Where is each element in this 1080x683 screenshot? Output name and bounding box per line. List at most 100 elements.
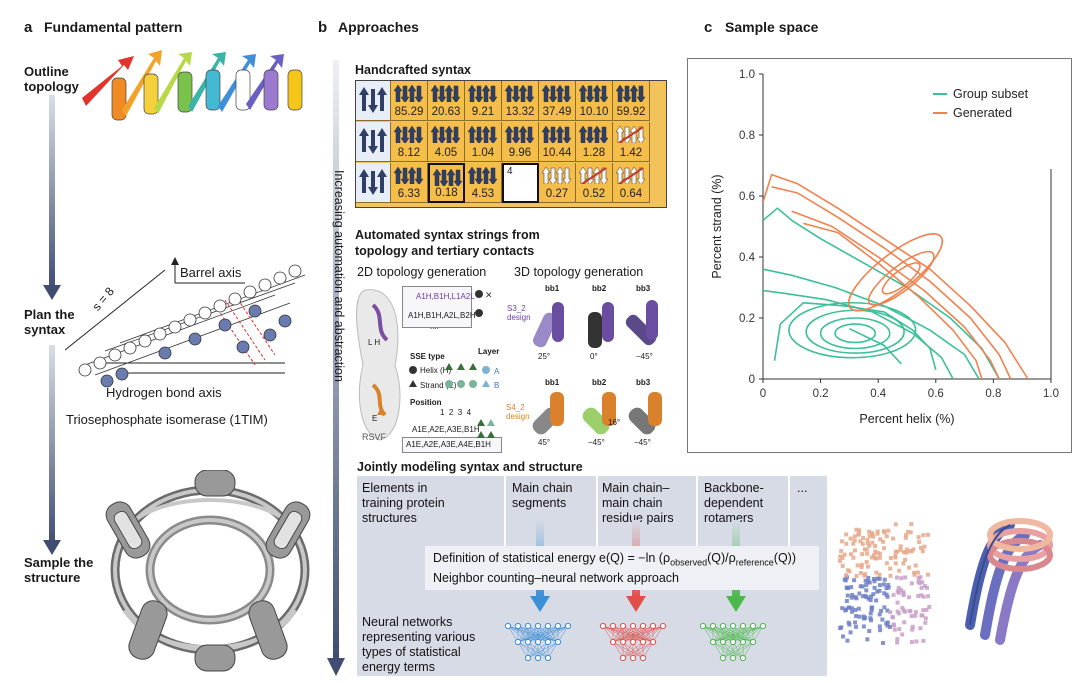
strand-arrows-icon xyxy=(541,125,572,143)
cloud-point xyxy=(910,627,915,632)
cloud-point xyxy=(897,568,902,573)
cloud-point xyxy=(884,592,889,597)
cloud-point xyxy=(888,610,893,615)
strand-arrows-icon xyxy=(615,166,646,184)
legend-positions: 1 2 3 4 xyxy=(440,408,472,417)
cloud-point xyxy=(864,595,869,600)
cloud-point xyxy=(911,547,916,552)
cloud-point xyxy=(866,564,871,569)
cloud-point xyxy=(848,552,853,557)
cloud-point xyxy=(864,547,869,552)
cloud-point xyxy=(843,578,848,583)
cloud-point xyxy=(878,537,883,542)
cloud-point xyxy=(845,585,850,590)
cloud-point xyxy=(860,552,865,557)
strand-arrows-icon xyxy=(615,125,646,143)
cloud-point xyxy=(869,608,874,613)
cloud-point xyxy=(871,592,876,597)
cloud-point xyxy=(919,593,924,598)
cloud-point xyxy=(857,528,862,533)
legend-strand: Strand (E) xyxy=(420,381,457,390)
legend-label: Group subset xyxy=(953,87,1029,101)
cloud-point xyxy=(913,613,918,618)
grid-cell: 1.04 xyxy=(465,122,502,162)
e-legend: E xyxy=(372,414,378,423)
strings-bottom-box xyxy=(402,437,502,453)
layer-b: B xyxy=(494,381,500,390)
cloud-point xyxy=(840,555,845,560)
cloud-point xyxy=(893,555,898,560)
grid-cell: 0.52 xyxy=(576,163,613,203)
x-tick-label: 0 xyxy=(760,388,766,400)
y-tick-label: 0.8 xyxy=(739,130,755,142)
cloud-point xyxy=(851,541,856,546)
cloud-point xyxy=(923,616,928,621)
cloud-point xyxy=(838,626,843,631)
cloud-point xyxy=(890,615,895,620)
panel-a-title: Fundamental pattern xyxy=(44,19,183,35)
cloud-point xyxy=(871,534,876,539)
cloud-point xyxy=(888,573,893,578)
cloud-point xyxy=(860,594,865,599)
panel-c-title: Sample space xyxy=(725,19,819,35)
cloud-point xyxy=(844,599,849,604)
cloud-point xyxy=(874,570,879,575)
series-group-subset xyxy=(763,207,1000,379)
cloud-point xyxy=(903,557,908,562)
strand-arrows-icon xyxy=(578,84,609,102)
strand-arrows-icon xyxy=(430,125,461,143)
grid-value: 0.27 xyxy=(545,188,569,200)
handcrafted-title: Handcrafted syntax xyxy=(355,63,472,77)
cloud-point xyxy=(881,641,886,645)
cloud-point xyxy=(847,569,852,574)
tim-structure-image xyxy=(105,470,311,672)
cloud-point xyxy=(838,558,843,563)
cloud-point xyxy=(912,570,917,575)
automation-arrow xyxy=(327,60,345,676)
legend-layer: Layer xyxy=(478,347,500,356)
strand-arrows-icon xyxy=(467,166,498,184)
grid-cell: 59.92 xyxy=(613,81,650,121)
cloud-point xyxy=(877,612,882,617)
cloud-point xyxy=(887,624,892,629)
cloud-point xyxy=(865,537,870,542)
cloud-point xyxy=(844,532,849,537)
x-tick-label: 0.6 xyxy=(928,388,944,400)
bb2-top: bb2 xyxy=(592,284,607,293)
contour-line xyxy=(763,207,1000,379)
cloud-point xyxy=(884,586,889,591)
cloud-point xyxy=(871,576,876,581)
cloud-point xyxy=(843,573,848,578)
strand-arrows-icon xyxy=(504,84,535,102)
strand-arrows-icon xyxy=(504,125,535,143)
cloud-point xyxy=(910,624,915,629)
grid-cell: 9.96 xyxy=(502,122,539,162)
cloud-point xyxy=(893,549,898,554)
cloud-point xyxy=(841,634,846,639)
cloud-point xyxy=(906,595,911,600)
series-generated xyxy=(763,173,1029,379)
grid-value: 1.28 xyxy=(582,147,606,159)
contour-line xyxy=(771,186,1012,379)
cloud-point xyxy=(854,527,859,532)
grid-cell: 6.33 xyxy=(391,163,428,203)
grid-value: 13.32 xyxy=(505,106,535,118)
grid-cell: 0.18 xyxy=(428,163,465,203)
cloud-point xyxy=(886,528,891,533)
strand-arrows-icon xyxy=(393,125,424,143)
neural-net-icon xyxy=(699,622,767,662)
cloud-point xyxy=(853,607,858,612)
grid-value: 1.04 xyxy=(471,147,495,159)
cloud-point xyxy=(886,583,891,588)
cloud-point xyxy=(875,550,880,555)
cloud-point xyxy=(897,627,902,632)
cloud-point xyxy=(894,575,899,580)
cloud-point xyxy=(903,550,908,555)
rsvf-label: RSVF xyxy=(362,432,387,442)
cloud-point xyxy=(919,613,924,618)
grid-value: 10.10 xyxy=(579,106,609,118)
grid-marker: 4 xyxy=(507,166,513,177)
